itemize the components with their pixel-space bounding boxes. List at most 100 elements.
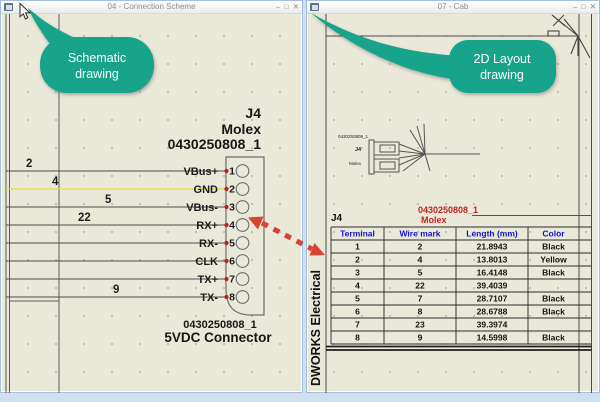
svg-text:RX-: RX- bbox=[199, 238, 218, 250]
col-length: Length (mm) bbox=[466, 229, 518, 239]
svg-text:TX+: TX+ bbox=[198, 274, 218, 286]
layout-titlebar[interactable]: 07 - Cab – □ ✕ bbox=[307, 1, 599, 14]
schematic-window: 04 - Connection Scheme – □ ✕ bbox=[0, 0, 303, 393]
svg-text:39.3974: 39.3974 bbox=[477, 320, 508, 330]
svg-text:7: 7 bbox=[418, 294, 423, 304]
table-row: 8 9 14.5998 Black bbox=[355, 333, 565, 343]
svg-text:22: 22 bbox=[415, 281, 425, 291]
svg-text:28.6788: 28.6788 bbox=[477, 307, 508, 317]
pin-numbers: 1 2 3 4 5 6 7 8 bbox=[229, 166, 235, 304]
svg-text:7: 7 bbox=[355, 320, 360, 330]
svg-text:28.7107: 28.7107 bbox=[477, 294, 508, 304]
svg-text:4: 4 bbox=[418, 255, 423, 265]
connector-footer: 0430250808_1 5VDC Connector bbox=[164, 319, 272, 345]
layout-canvas[interactable]: DWORKS Electrical 0430250808 bbox=[308, 14, 598, 393]
schematic-window-title: 04 - Connection Scheme bbox=[107, 2, 196, 11]
connector-symbol-j4[interactable]: 1 2 3 4 5 6 7 8 VBus+ GND VBus- RX+ bbox=[164, 105, 272, 345]
manufacturer: Molex bbox=[221, 121, 261, 137]
drawing-frame bbox=[5, 14, 60, 393]
col-terminal: Terminal bbox=[340, 229, 375, 239]
svg-text:2: 2 bbox=[418, 242, 423, 252]
svg-text:TX-: TX- bbox=[200, 292, 218, 304]
footer-part-number: 0430250808_1 bbox=[183, 319, 256, 331]
connector-footprint-j4[interactable] bbox=[368, 139, 400, 175]
svg-text:13.8013: 13.8013 bbox=[477, 255, 508, 265]
schematic-canvas[interactable]: 2 4 5 22 9 bbox=[2, 14, 301, 393]
svg-text:8: 8 bbox=[418, 307, 423, 317]
svg-text:8: 8 bbox=[229, 292, 235, 304]
table-row: 6 8 28.6788 Black bbox=[355, 307, 565, 317]
svg-text:3: 3 bbox=[355, 268, 360, 278]
svg-text:Yellow: Yellow bbox=[540, 255, 567, 265]
minimize-button[interactable]: – bbox=[573, 2, 578, 11]
svg-text:21.8943: 21.8943 bbox=[477, 242, 508, 252]
svg-text:Black: Black bbox=[542, 242, 565, 252]
table-component-ref: J4 bbox=[331, 213, 343, 224]
svg-text:8: 8 bbox=[355, 333, 360, 343]
part-number: 0430250808_1 bbox=[168, 136, 262, 152]
connector-header: J4 Molex 0430250808_1 bbox=[168, 105, 262, 152]
pin-circles bbox=[235, 164, 250, 304]
watermark-dworks-electrical: DWORKS Electrical bbox=[309, 270, 323, 386]
schematic-titlebar[interactable]: 04 - Connection Scheme – □ ✕ bbox=[1, 1, 302, 14]
pin-labels: VBus+ GND VBus- RX+ RX- CLK TX+ TX- bbox=[183, 166, 218, 304]
svg-text:2: 2 bbox=[355, 255, 360, 265]
svg-text:VBus-: VBus- bbox=[186, 202, 218, 214]
svg-text:6: 6 bbox=[355, 307, 360, 317]
footprint-component-ref: J4 bbox=[355, 147, 362, 153]
svg-text:GND: GND bbox=[194, 184, 219, 196]
footer-description: 5VDC Connector bbox=[164, 330, 272, 345]
wire-marks: 2 4 5 22 9 bbox=[26, 158, 119, 296]
wire-mark: 22 bbox=[78, 212, 91, 224]
maximize-button[interactable]: □ bbox=[581, 2, 586, 11]
svg-text:4: 4 bbox=[355, 281, 360, 291]
svg-text:2: 2 bbox=[229, 184, 235, 196]
document-icon bbox=[4, 3, 13, 11]
close-button[interactable]: ✕ bbox=[589, 2, 596, 11]
footprint-part-number: 0430250808_1 bbox=[338, 134, 369, 139]
svg-text:1: 1 bbox=[355, 242, 360, 252]
svg-text:9: 9 bbox=[418, 333, 423, 343]
svg-text:1: 1 bbox=[229, 166, 235, 178]
svg-text:7: 7 bbox=[229, 274, 235, 286]
wire-mark: 9 bbox=[113, 284, 119, 296]
col-wire-mark: Wire mark bbox=[399, 229, 440, 239]
minimize-button[interactable]: – bbox=[276, 2, 281, 11]
svg-text:3: 3 bbox=[229, 202, 235, 214]
svg-text:Black: Black bbox=[542, 268, 565, 278]
frame-separator bbox=[326, 345, 592, 351]
svg-text:Black: Black bbox=[542, 333, 565, 343]
close-button[interactable]: ✕ bbox=[292, 2, 299, 11]
table-headers: Terminal Wire mark Length (mm) Color bbox=[340, 229, 565, 239]
table-row: 3 5 16.4148 Black bbox=[355, 268, 565, 278]
wire-table[interactable]: Terminal Wire mark Length (mm) Color 1 2 … bbox=[330, 226, 592, 345]
connection-dots bbox=[224, 168, 229, 300]
svg-text:14.5998: 14.5998 bbox=[477, 333, 508, 343]
svg-text:Black: Black bbox=[542, 307, 565, 317]
component-ref: J4 bbox=[245, 105, 261, 121]
svg-text:5: 5 bbox=[418, 268, 423, 278]
table-title: J4 0430250808_1 Molex bbox=[331, 205, 592, 225]
wire-splay[interactable] bbox=[398, 123, 480, 172]
table-row: 4 22 39.4039 bbox=[355, 281, 507, 291]
svg-text:CLK: CLK bbox=[195, 256, 218, 268]
svg-text:5: 5 bbox=[355, 294, 360, 304]
svg-text:5: 5 bbox=[229, 238, 235, 250]
layout-window-title: 07 - Cab bbox=[437, 2, 469, 11]
svg-text:4: 4 bbox=[229, 220, 235, 232]
wires[interactable] bbox=[6, 170, 226, 298]
footprint-labels: 0430250808_1 J4 Molex bbox=[338, 134, 369, 166]
svg-text:RX+: RX+ bbox=[196, 220, 218, 232]
connector-outline[interactable] bbox=[225, 156, 265, 316]
svg-text:16.4148: 16.4148 bbox=[477, 268, 508, 278]
harness-detail bbox=[547, 14, 591, 59]
table-part-number: 0430250808_1 bbox=[418, 205, 478, 215]
table-row: 1 2 21.8943 Black bbox=[355, 242, 565, 252]
svg-text:39.4039: 39.4039 bbox=[477, 281, 508, 291]
maximize-button[interactable]: □ bbox=[284, 2, 289, 11]
col-color: Color bbox=[542, 229, 565, 239]
